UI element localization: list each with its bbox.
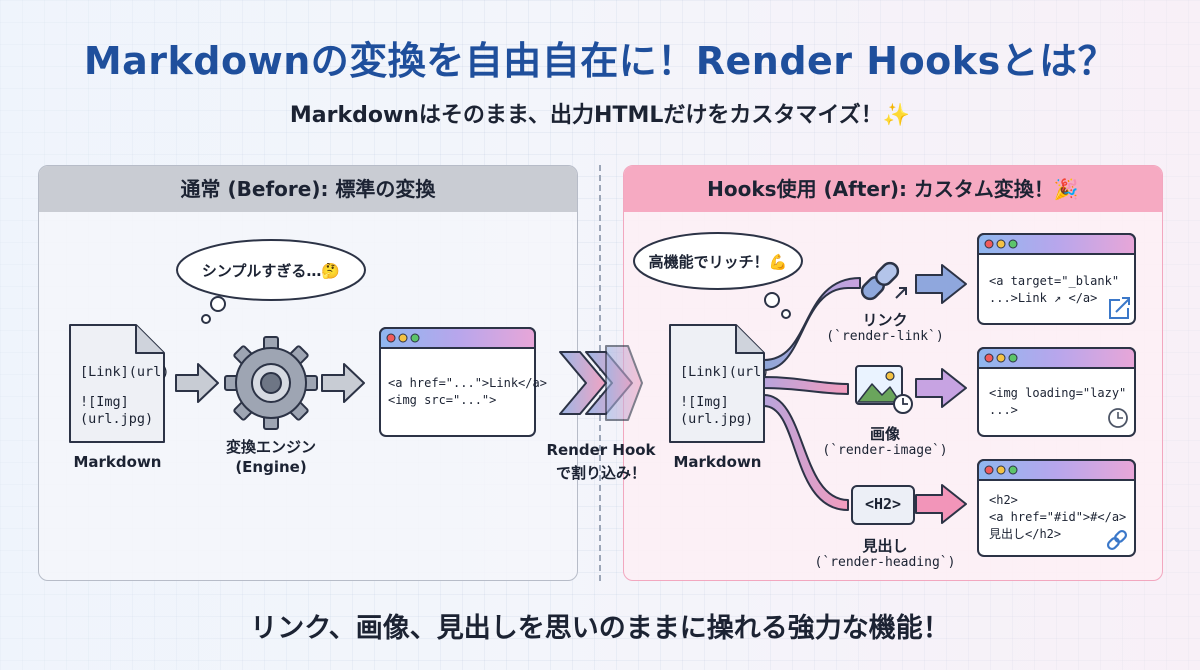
before-panel-header: 通常 (Before): 標準の変換 — [39, 166, 577, 212]
hook-image-code: (`render-image`) — [822, 443, 948, 458]
engine-label: 変換エンジン — [225, 438, 316, 456]
hook-heading-output-1: <h2> — [989, 493, 1018, 507]
hook-heading-code: (`render-heading`) — [814, 555, 956, 570]
before-thought-text: シンプルすぎる…🤔 — [201, 262, 341, 280]
before-doc-line-3: ![Img] — [80, 394, 129, 410]
after-doc-label: Markdown — [673, 453, 762, 471]
render-hook-label-2: で割り込み！ — [555, 464, 646, 482]
engine-sublabel: (Engine) — [235, 458, 307, 476]
hook-link-output-2: ...>Link ↗ </a> — [989, 291, 1098, 305]
before-doc-line-1: [Link](url) — [80, 364, 170, 380]
hook-image-output-1: <img loading="lazy" — [989, 386, 1127, 400]
footer-caption: リンク、画像、見出しを思いのままに操れる強力な機能！ — [250, 613, 950, 644]
hook-link-code: (`render-link`) — [826, 329, 944, 344]
before-output-line-1: <a href="...">Link</a> — [388, 376, 547, 390]
hook-image-output-2: ...> — [989, 403, 1018, 417]
heading-icon-text: <H2> — [864, 495, 902, 513]
hook-heading-output-2: <a href="#id">#</a> — [989, 510, 1127, 524]
hook-heading-output-3: 見出し</h2> — [989, 527, 1062, 541]
before-doc-line-4: (url.jpg) — [80, 411, 154, 427]
before-doc-label: Markdown — [73, 453, 162, 471]
after-doc-line-3: ![Img] — [680, 394, 729, 410]
page-subtitle: Markdownはそのまま、出力HTMLだけをカスタマイズ！✨ — [289, 103, 911, 128]
hook-image-name: 画像 — [869, 425, 900, 443]
after-thought-text: 高機能でリッチ！💪 — [648, 253, 788, 271]
render-hook-label-1: Render Hook — [546, 441, 656, 459]
after-doc-line-4: (url.jpg) — [680, 411, 754, 427]
hook-link-name: リンク — [862, 311, 908, 329]
after-doc-line-1: [Link](url) — [680, 364, 770, 380]
panel-divider — [599, 165, 601, 581]
hook-heading-name: 見出し — [862, 537, 908, 555]
page-title: Markdownの変換を自由自在に！Render Hooksとは？ — [83, 39, 1117, 83]
before-output-line-2: <img src="..."> — [388, 393, 497, 407]
hook-link-output-1: <a target="_blank" — [989, 274, 1120, 288]
after-panel-header: Hooks使用 (After): カスタム変換！🎉 — [624, 166, 1162, 212]
